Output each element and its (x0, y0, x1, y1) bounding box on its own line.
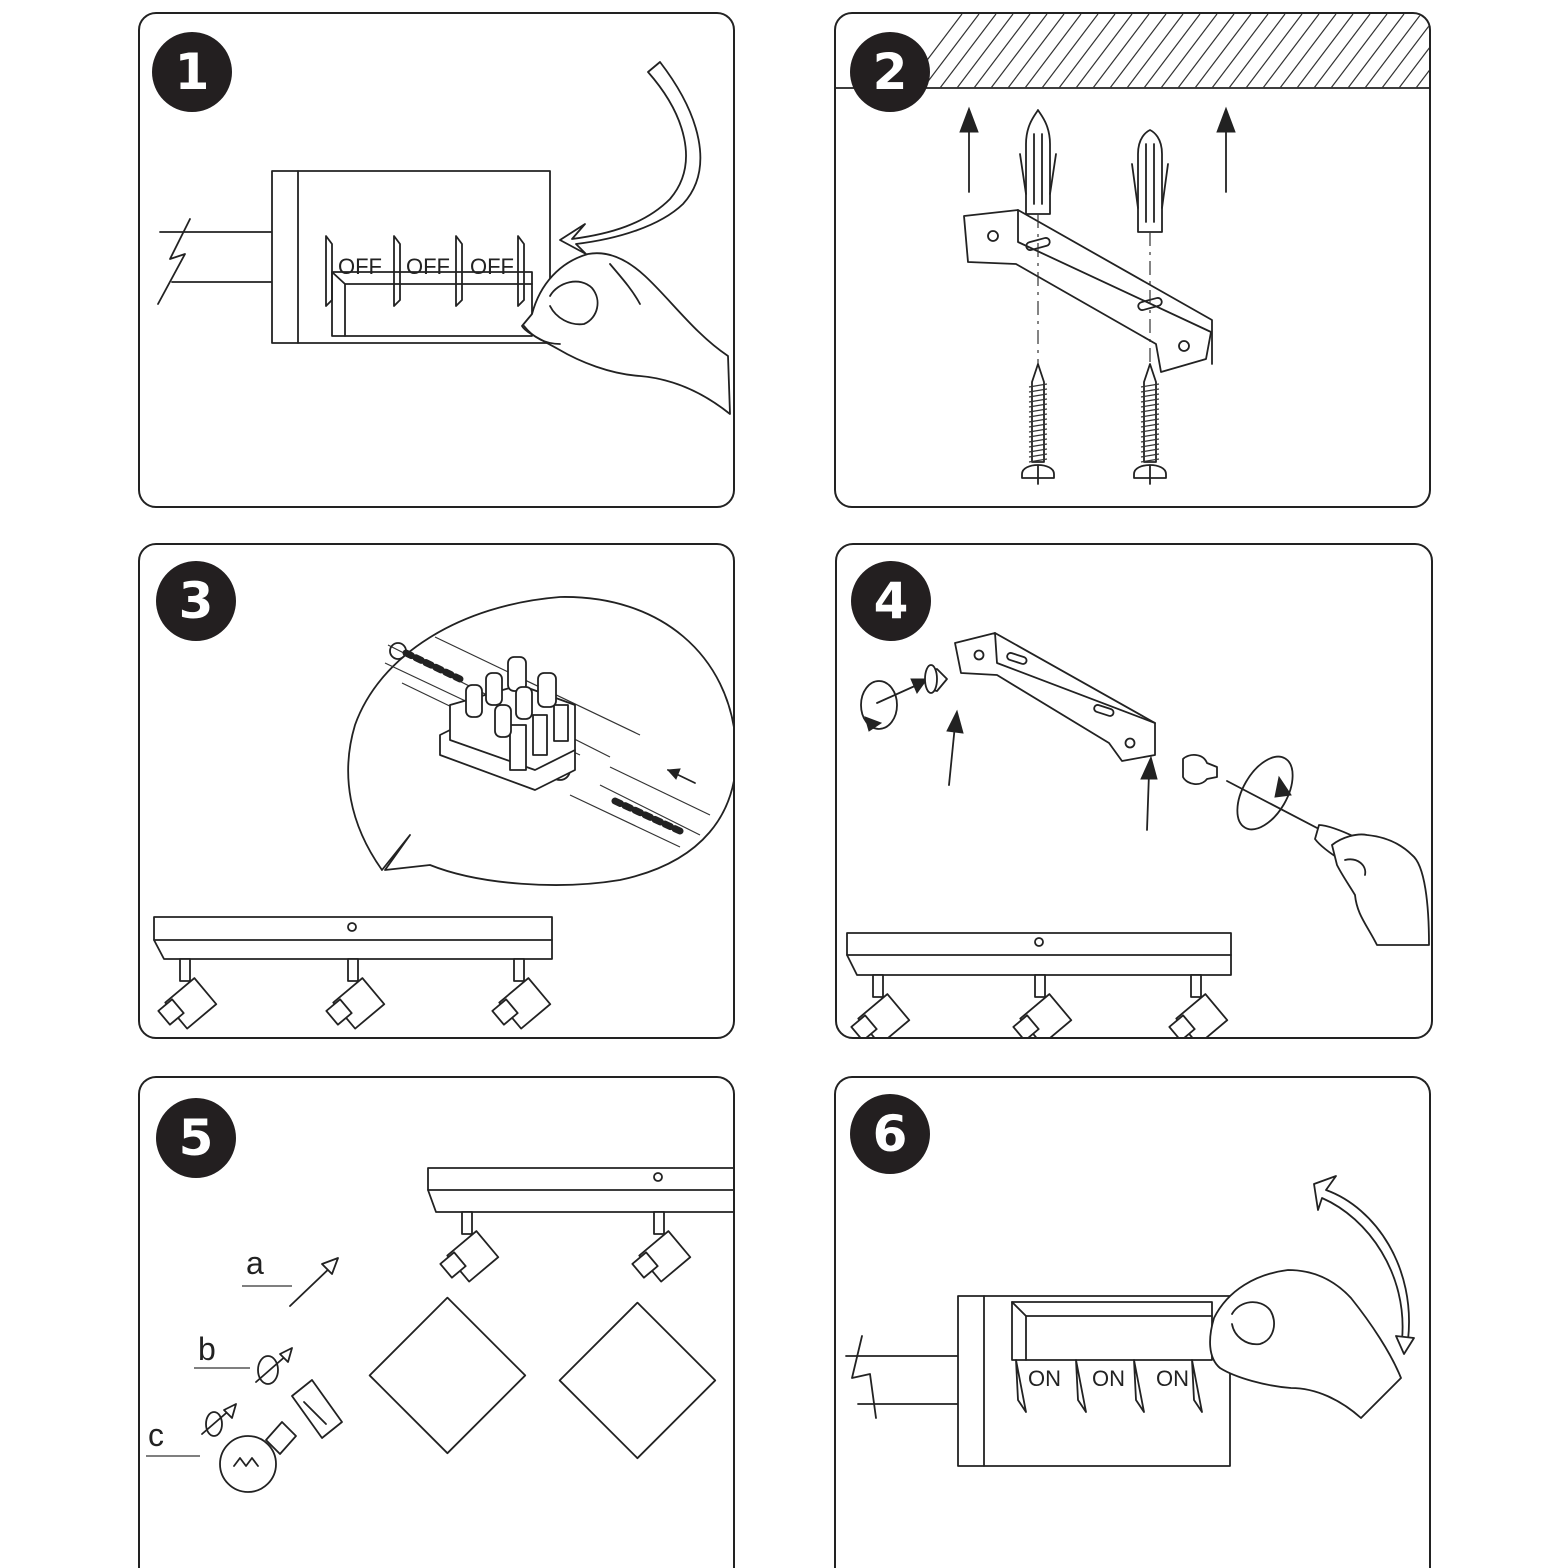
spot-head-1 (439, 1211, 500, 1283)
hand-icon (521, 252, 731, 415)
assembly-arrows: a b c (146, 1245, 339, 1457)
curved-arrow-icon (1313, 1175, 1415, 1355)
screw-icon (1182, 754, 1218, 785)
hand-icon (1331, 833, 1430, 946)
step-1-badge: 1 (152, 32, 232, 112)
step-5-badge: 5 (156, 1098, 236, 1178)
step-6-panel: 6 ON ON ON (834, 1076, 1431, 1568)
spotlight-bar-icon (153, 916, 553, 1030)
lampshade-icon (368, 1296, 717, 1460)
up-arrow-icon (959, 106, 1236, 193)
part-label-b: b (198, 1331, 216, 1367)
step-2-badge: 2 (850, 32, 930, 112)
up-arrow-icon (946, 709, 1158, 831)
part-label-c: c (148, 1417, 164, 1453)
ceiling-hatch (836, 14, 1429, 89)
screw-icon (1021, 363, 1167, 485)
rotate-arrow-icon (860, 678, 928, 732)
spotlight-bar-icon (846, 932, 1232, 1037)
step-2-panel: 2 (834, 12, 1431, 508)
terminal-block-icon (439, 656, 576, 791)
step-4-illustration (846, 632, 1430, 1037)
switch-label-3: OFF (470, 254, 514, 279)
switch-label-2: OFF (406, 254, 450, 279)
switch-label-2: ON (1092, 1366, 1125, 1391)
curved-arrow-icon (559, 61, 702, 255)
spot-head-2 (325, 958, 386, 1030)
step-6-illustration: ON ON ON (845, 1175, 1415, 1467)
screw-icon (924, 664, 948, 694)
spotlight-bar-icon (427, 1167, 733, 1283)
spot-head-1 (850, 974, 911, 1037)
power-cable-icon (845, 1335, 971, 1419)
spot-head-1 (157, 958, 218, 1030)
switch-label-3: ON (1156, 1366, 1189, 1391)
step-3-panel: 3 (138, 543, 735, 1039)
step-3-illustration (153, 596, 733, 1030)
step-3-badge: 3 (156, 561, 236, 641)
step-5-panel: 5 a b c (138, 1076, 735, 1568)
power-switch-icon: ON ON ON (957, 1295, 1231, 1467)
spot-head-3 (491, 958, 552, 1030)
mounting-bracket-icon (963, 209, 1213, 373)
power-cable-icon (157, 218, 286, 305)
socket-icon (291, 1379, 343, 1439)
spot-head-2 (1012, 974, 1073, 1037)
mounting-bracket-icon (954, 632, 1156, 762)
wall-plug-icon (1019, 109, 1169, 233)
step-2-illustration (836, 14, 1429, 485)
hand-icon (1209, 1269, 1402, 1419)
ring-icon (201, 1347, 293, 1437)
spot-head-2 (631, 1211, 692, 1283)
step-1-illustration: OFF OFF OFF (157, 61, 731, 415)
step-4-badge: 4 (851, 561, 931, 641)
spot-head-3 (1168, 974, 1229, 1037)
power-switch-icon: OFF OFF OFF (271, 170, 551, 344)
step-4-panel: 4 (835, 543, 1433, 1039)
switch-label-1: ON (1028, 1366, 1061, 1391)
bulb-icon (219, 1421, 297, 1493)
step-1-panel: 1 OFF OFF OFF (138, 12, 735, 508)
step-5-illustration: a b c (146, 1167, 733, 1493)
step-6-badge: 6 (850, 1094, 930, 1174)
switch-label-1: OFF (338, 254, 382, 279)
part-label-a: a (246, 1245, 264, 1281)
